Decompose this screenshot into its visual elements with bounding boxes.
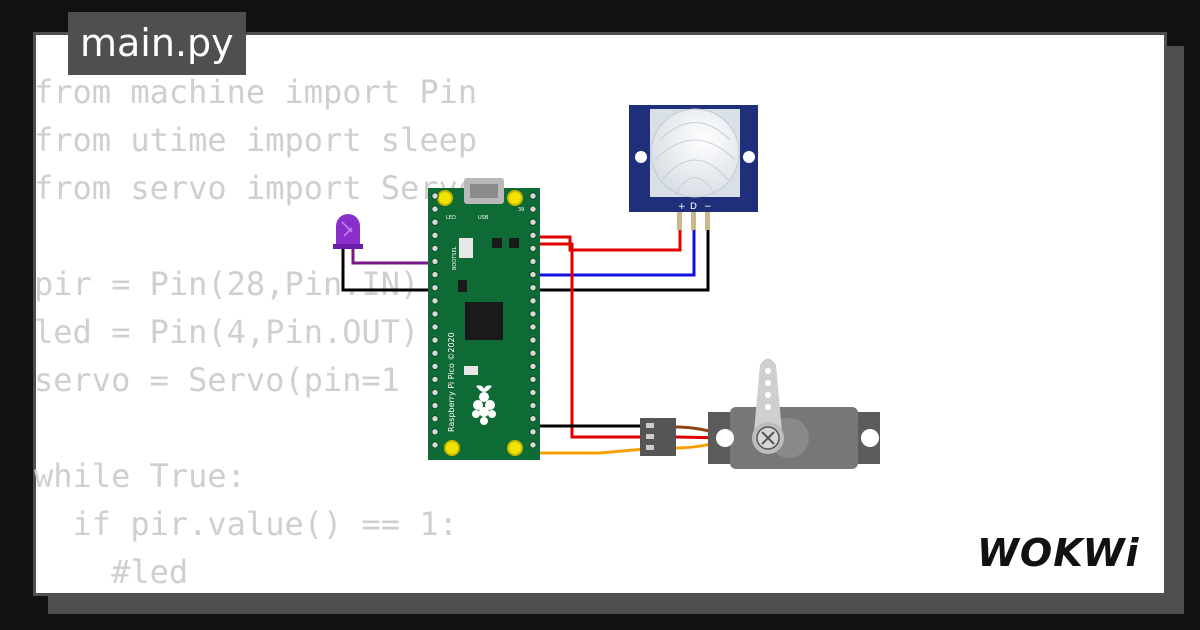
header-pin [529, 375, 537, 384]
header-pin [431, 388, 439, 397]
pir-pin-label-data: D [690, 202, 697, 212]
code-line: pir = Pin(28,Pin.IN) [34, 265, 420, 303]
header-pin [431, 349, 439, 357]
header-pin [529, 218, 537, 226]
code-line: servo = Servo(pin=1 [34, 361, 401, 399]
wire-black-pir [530, 228, 710, 292]
code-line: #led [34, 553, 189, 591]
raspberry-logo-icon [472, 385, 496, 425]
pir-pin-label-plus: + [678, 202, 686, 212]
wire-blue-pir [530, 228, 696, 277]
header-pin [431, 231, 439, 240]
usb-silkscreen: USB [478, 215, 489, 221]
header-pin [529, 415, 537, 423]
file-tab-label: main.py [80, 21, 234, 65]
header-pin [431, 244, 439, 253]
preview-card [33, 32, 1167, 596]
bootsel-silkscreen: BOOTSEL [452, 246, 458, 270]
header-pin [431, 375, 439, 384]
header-pin [529, 310, 537, 318]
header-pin [529, 244, 537, 253]
header-pin [529, 388, 537, 397]
wires [341, 228, 710, 455]
header-pin [431, 336, 439, 344]
header-pin [529, 270, 537, 279]
file-tab[interactable]: main.py [68, 12, 246, 75]
header-pin [431, 270, 439, 279]
led-component [333, 214, 363, 249]
header-pin [529, 284, 537, 292]
code-line: led = Pin(4,Pin.OUT) [34, 313, 420, 351]
header-pin [431, 323, 439, 331]
wire-purple-led [351, 245, 437, 265]
code-line: if pir.value() == 1: [34, 505, 458, 543]
header-pin [431, 362, 439, 370]
header-pin [529, 192, 537, 200]
header-pin [431, 192, 439, 200]
header-pin [431, 310, 439, 318]
header-pin [529, 349, 537, 357]
code-editor: from machine import Pin from utime import… [34, 68, 477, 596]
header-pin [431, 401, 439, 410]
header-pin [431, 428, 439, 436]
led-silkscreen: LED [446, 215, 456, 221]
wire-orange-servo [530, 447, 646, 455]
wokwi-logo-text: WOKWi [977, 531, 1140, 575]
code-line: from servo import Servo [34, 169, 478, 207]
code-line: from utime import sleep [34, 121, 478, 159]
header-pin [529, 362, 537, 370]
wire-red-servo [530, 242, 645, 439]
board-silkscreen-label: Raspberry Pi Pico ©2020 [447, 332, 456, 432]
servo-motor [640, 358, 880, 469]
header-pin [529, 323, 537, 331]
header-pin [431, 297, 439, 305]
header-pin [529, 257, 537, 266]
wire-black-led [341, 245, 437, 292]
code-line: while True: [34, 457, 246, 495]
header-pin [431, 218, 439, 226]
wire-red-pir [530, 228, 682, 252]
header-pin [529, 336, 537, 344]
pir-pin-label-minus: − [704, 202, 712, 212]
header-pin [431, 205, 439, 213]
header-pin [529, 428, 537, 436]
header-pin [431, 284, 439, 292]
code-line: from machine import Pin [34, 73, 478, 111]
header-pin [529, 441, 537, 449]
pico-board: LED USB 39 BOOTSEL Raspberry Pi Pico ©20… [428, 178, 540, 460]
pin-39-silkscreen: 39 [518, 207, 524, 213]
header-pin [431, 415, 439, 423]
header-pin [529, 205, 537, 213]
header-pin [529, 401, 537, 410]
header-pin [431, 257, 439, 266]
pico-pins-left [431, 192, 439, 449]
header-pin [529, 297, 537, 305]
pir-sensor: + D − [629, 105, 758, 230]
header-pin [431, 441, 439, 449]
pico-pins-right [529, 192, 537, 449]
header-pin [529, 231, 537, 240]
